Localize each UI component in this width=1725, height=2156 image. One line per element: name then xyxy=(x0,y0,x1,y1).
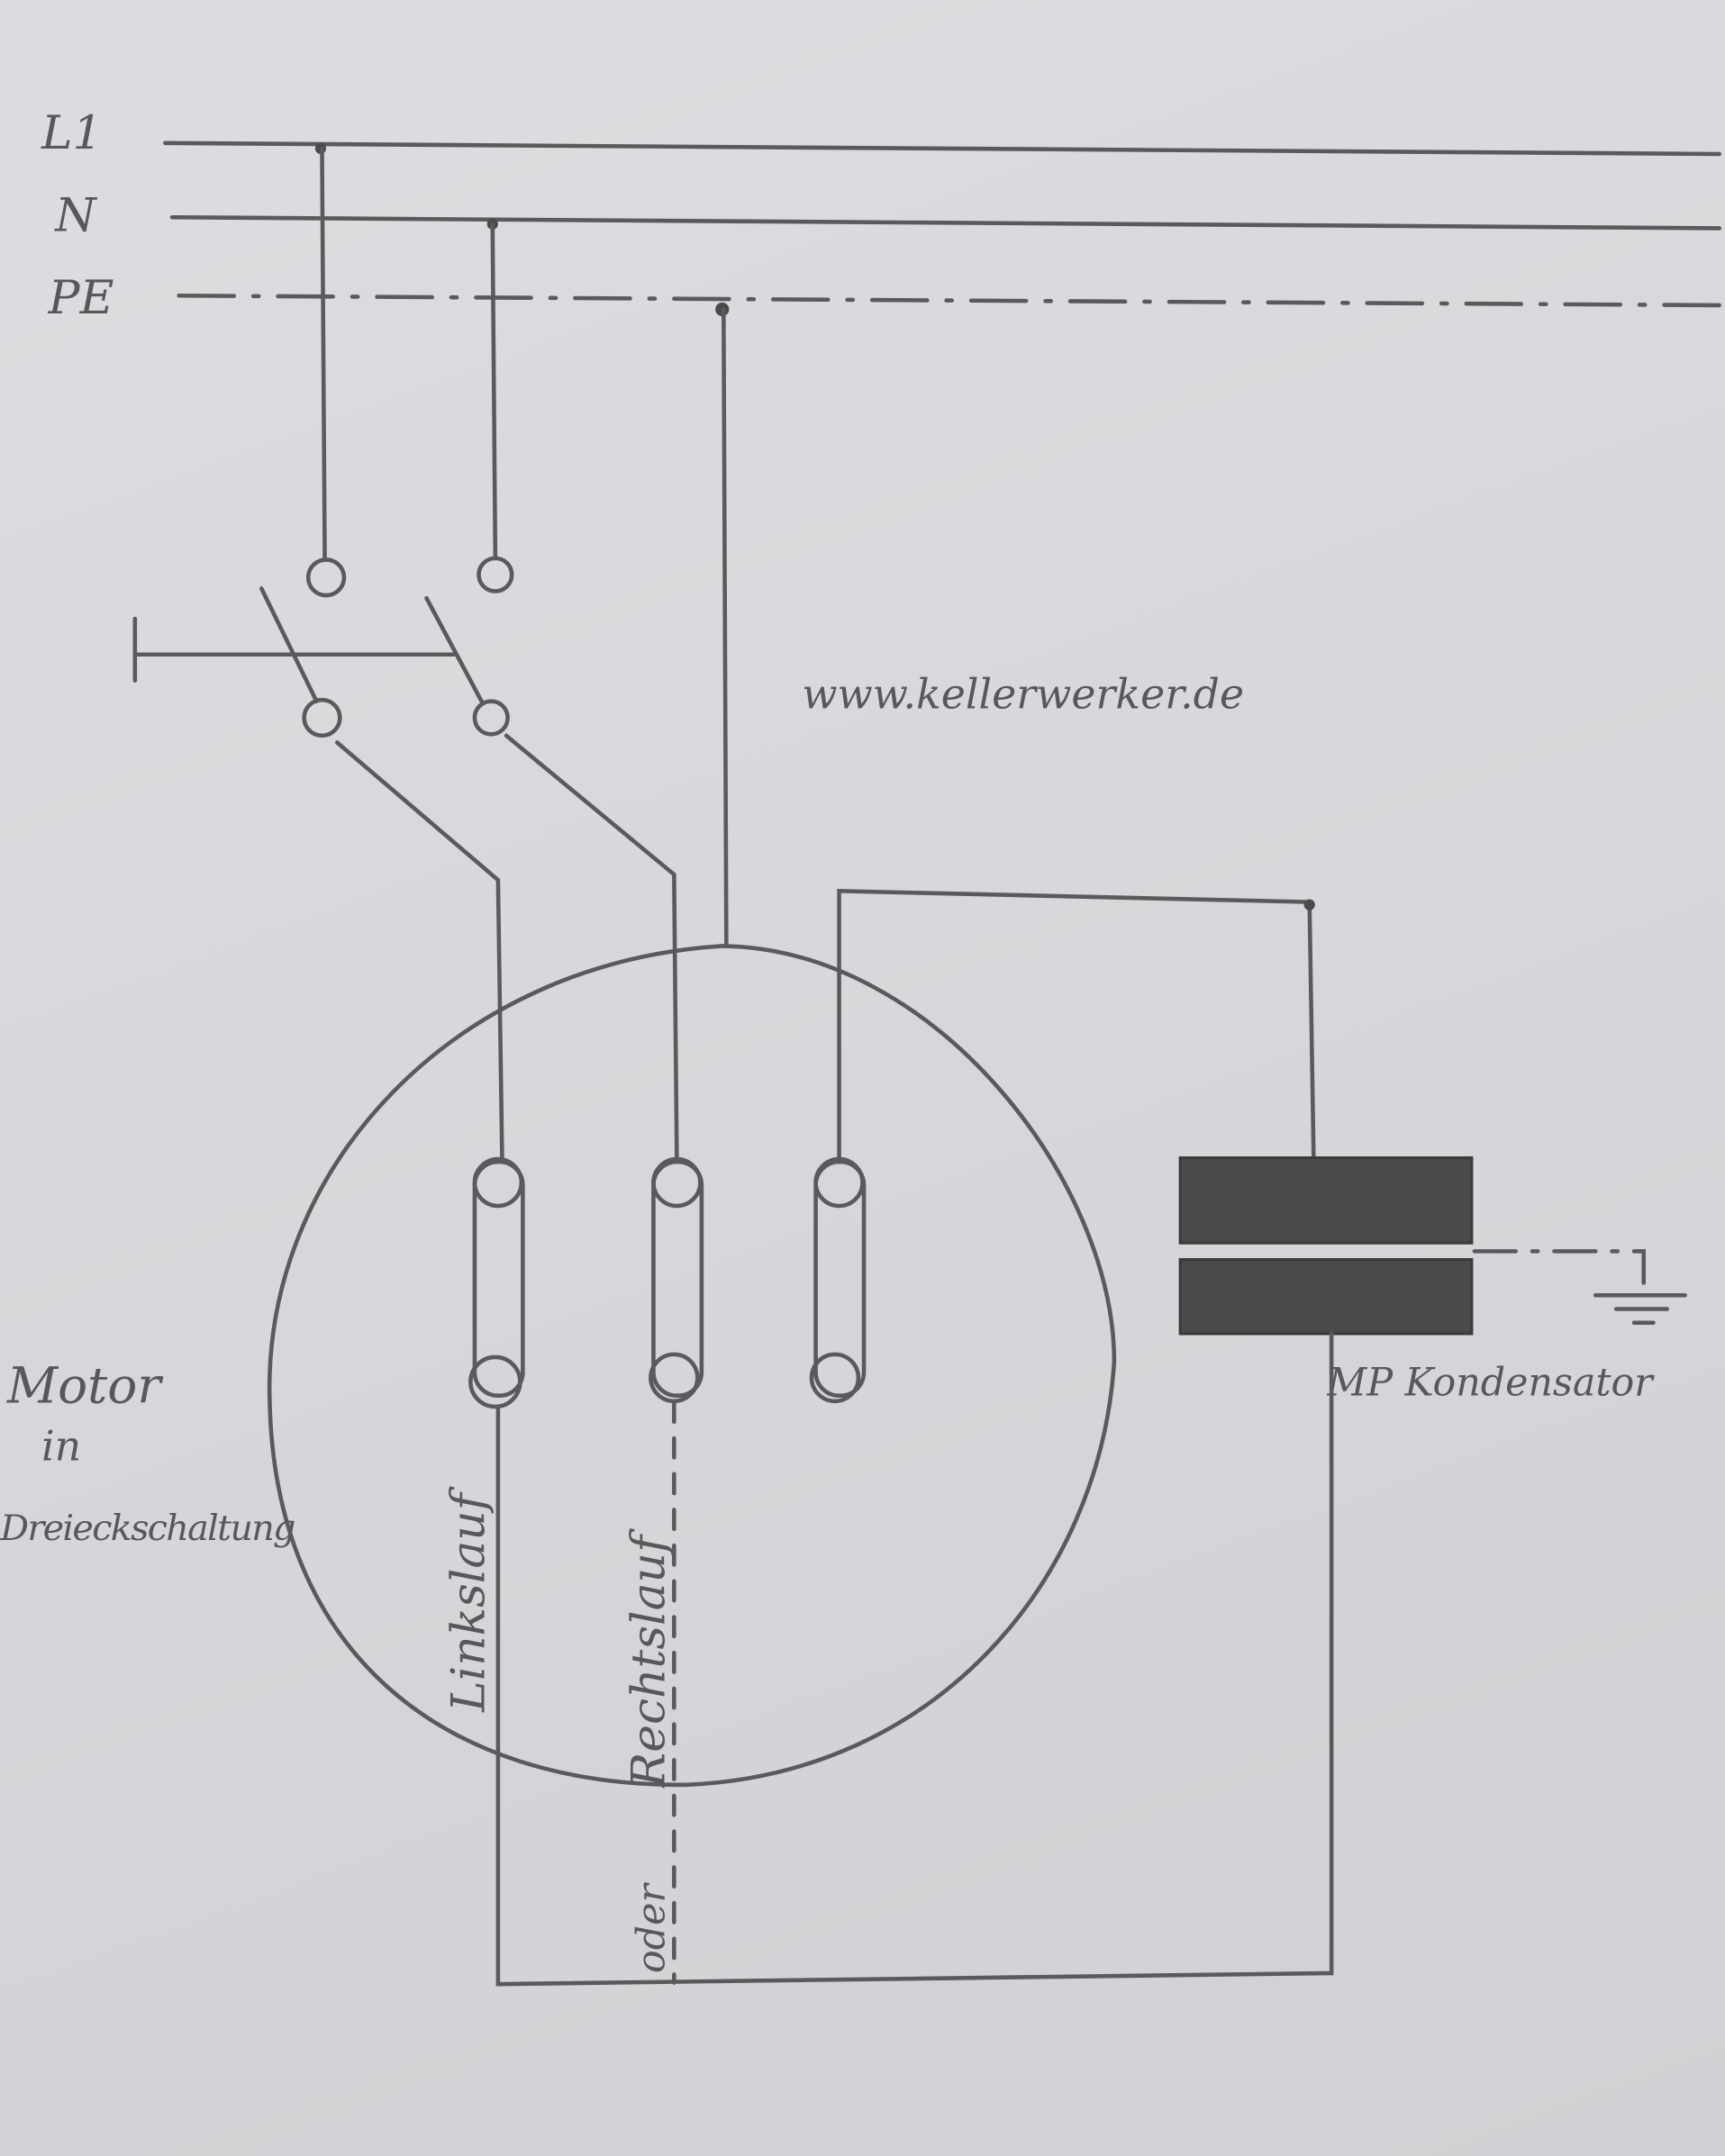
pe-label: PE xyxy=(48,271,114,325)
winding-1 xyxy=(468,1156,525,1409)
n-line xyxy=(169,214,1721,231)
motor-housing xyxy=(267,944,1117,1788)
motor-label-line1: Motor xyxy=(6,1356,164,1414)
pe-drop xyxy=(722,307,729,948)
ground-icon xyxy=(1593,1292,1687,1326)
mp-capacitor xyxy=(1178,1156,1474,1336)
l1-line xyxy=(163,140,1721,157)
capacitor-label: MP Kondensator xyxy=(1327,1361,1656,1406)
capacitor-earth-wire xyxy=(1472,1249,1647,1295)
two-pole-switch xyxy=(132,556,514,738)
winding-2 xyxy=(649,1156,704,1404)
rechtslauf-label: Rechtslauf xyxy=(622,1528,676,1789)
junction-capacitor xyxy=(1303,899,1315,910)
linkslauf-label: Linkslauf xyxy=(442,1486,496,1713)
motor-label-line2: in xyxy=(41,1421,81,1470)
wire-to-capacitor xyxy=(837,889,1316,1164)
n-label: N xyxy=(53,189,97,243)
website-label: www.kellerwerker.de xyxy=(802,669,1244,718)
wire-l1-to-u xyxy=(334,740,504,1164)
n-drop xyxy=(490,222,498,559)
motor-label-line3: Dreieckschaltung xyxy=(0,1508,295,1549)
oder-label: oder xyxy=(630,1882,675,1973)
l1-label: L1 xyxy=(41,106,102,160)
wire-linkslauf xyxy=(495,1331,1334,1987)
l1-drop xyxy=(320,146,327,559)
wire-n-to-v xyxy=(504,733,679,1164)
pe-line xyxy=(177,293,1721,308)
winding-3 xyxy=(809,1156,867,1404)
